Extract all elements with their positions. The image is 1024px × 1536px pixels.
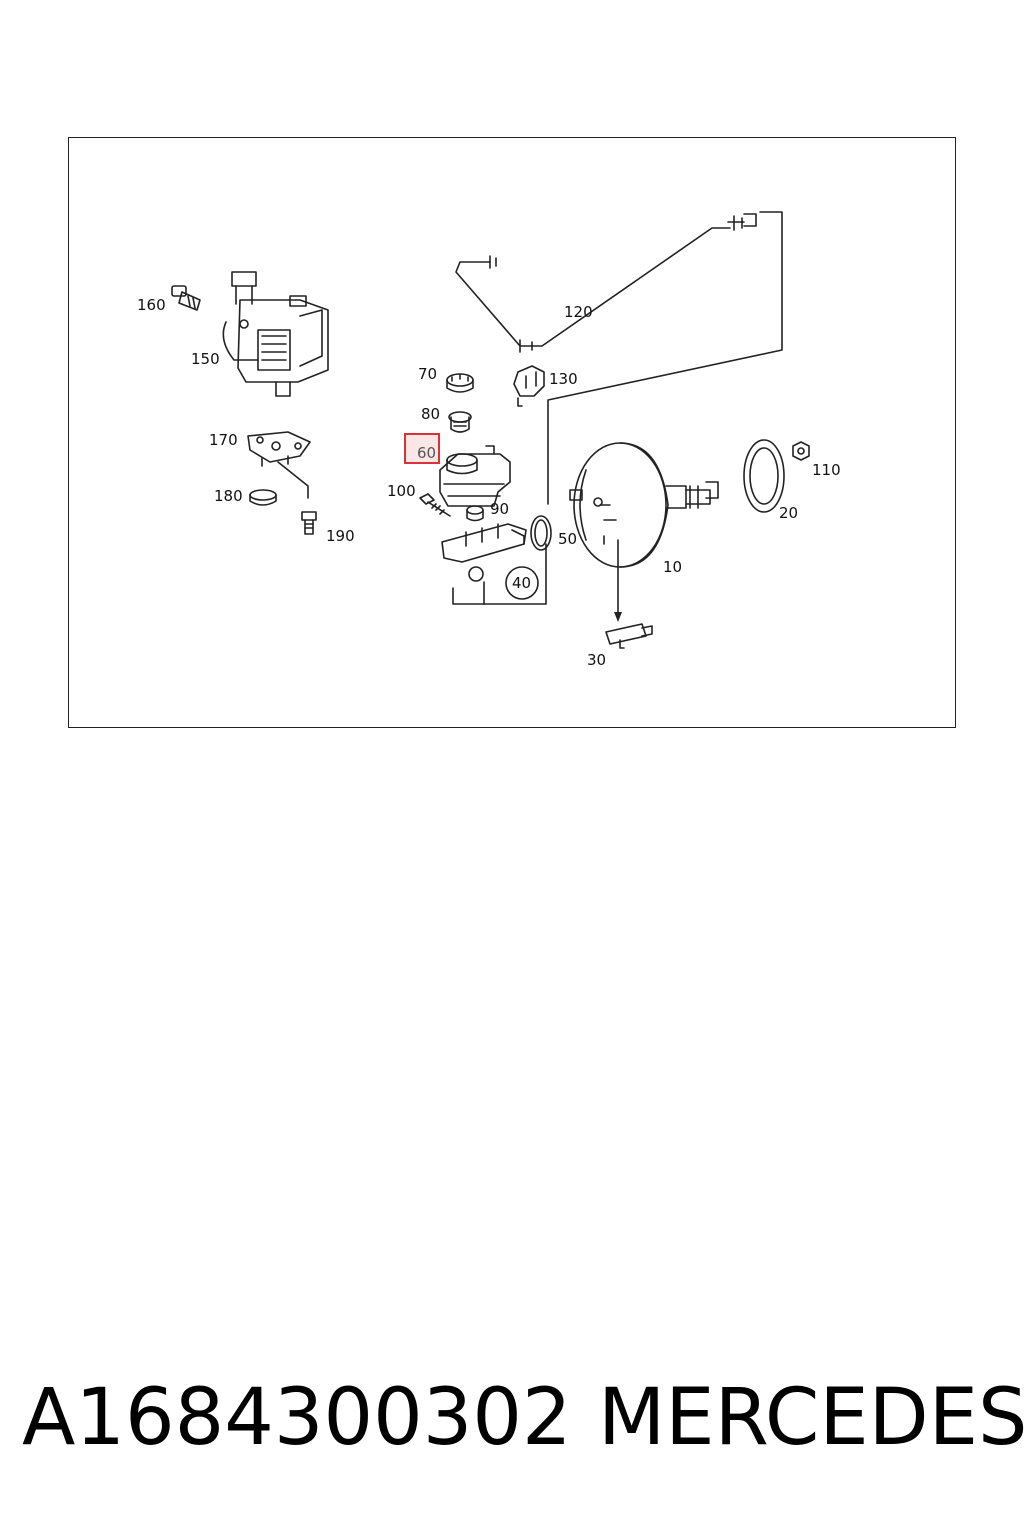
label-110: 110 xyxy=(812,461,841,479)
part-80-strainer xyxy=(448,411,472,433)
part-50-seal-ring xyxy=(530,515,552,551)
label-80: 80 xyxy=(421,405,441,423)
label-180: 180 xyxy=(214,487,243,505)
part-30-vacuum-sensor xyxy=(605,623,653,649)
arrow-tip-icon xyxy=(614,612,622,622)
part-160-sensor xyxy=(171,285,201,311)
highlight-box-60 xyxy=(404,433,440,464)
label-30: 30 xyxy=(587,651,607,669)
label-50: 50 xyxy=(558,530,578,548)
part-40-master-cylinder xyxy=(441,523,547,605)
part-170-bracket xyxy=(247,431,311,499)
label-150: 150 xyxy=(191,350,220,368)
part-10-brake-booster xyxy=(569,442,719,619)
part-70-cap xyxy=(446,373,474,393)
label-100: 100 xyxy=(387,482,416,500)
part-120-brake-line xyxy=(455,211,783,505)
part-150-abs-unit xyxy=(222,271,329,397)
part-20-gasket xyxy=(743,439,785,513)
brand-name: MERCEDES xyxy=(598,1373,1024,1463)
label-10: 10 xyxy=(663,558,683,576)
part-100-pin xyxy=(419,493,451,517)
part-190-screw xyxy=(301,511,317,535)
part-90-grommet xyxy=(466,505,484,522)
label-20: 20 xyxy=(779,504,799,522)
diagram-frame xyxy=(68,137,956,728)
label-130: 130 xyxy=(549,370,578,388)
part-number: A1684300302 xyxy=(22,1373,572,1463)
label-70: 70 xyxy=(418,365,438,383)
label-190: 190 xyxy=(326,527,355,545)
label-90: 90 xyxy=(490,500,510,518)
label-160: 160 xyxy=(137,296,166,314)
part-60-reservoir xyxy=(439,445,511,507)
part-180-bush xyxy=(249,489,277,506)
label-60: 60 xyxy=(417,444,437,462)
label-120: 120 xyxy=(564,303,593,321)
part-130-clip xyxy=(513,365,545,407)
part-110-nut xyxy=(792,441,810,461)
label-40: 40 xyxy=(512,574,532,592)
label-170: 170 xyxy=(209,431,238,449)
